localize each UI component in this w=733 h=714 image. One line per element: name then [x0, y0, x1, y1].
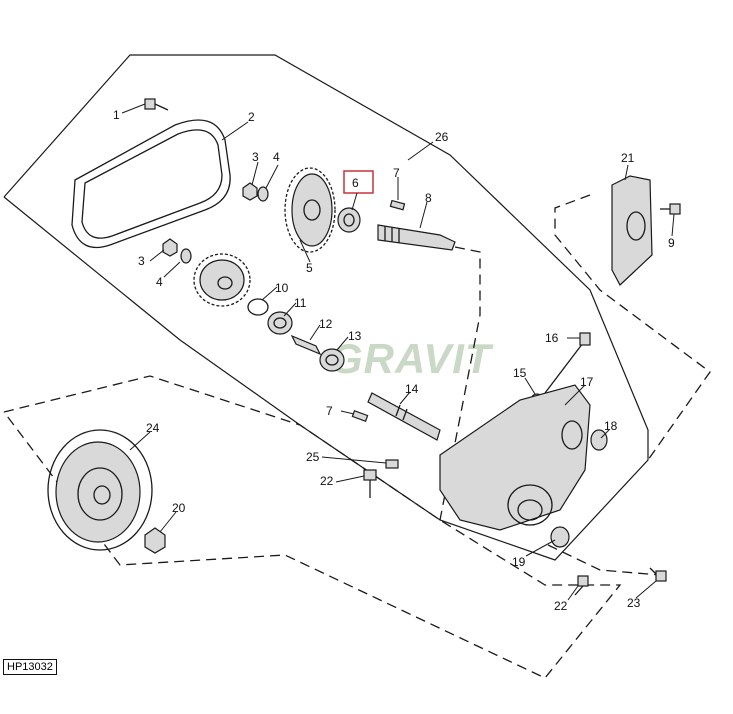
callout-4-lower: 4 — [156, 275, 163, 289]
callout-13: 13 — [348, 329, 362, 343]
bearing-part-6 — [337, 207, 361, 233]
callout-3-upper: 3 — [252, 150, 259, 164]
callout-12: 12 — [319, 317, 333, 331]
key-part-7-upper — [389, 199, 406, 211]
callout-26: 26 — [435, 130, 449, 144]
bolt-part-22-upper — [363, 469, 377, 498]
callout-18: 18 — [604, 419, 618, 433]
nut-part-3-lower — [162, 238, 178, 257]
callout-23: 23 — [627, 596, 641, 610]
callout-22-upper: 22 — [320, 474, 334, 488]
callout-7-lower: 7 — [326, 404, 333, 418]
sprocket-part-5-large — [284, 167, 336, 253]
bushing-part-18 — [590, 429, 608, 451]
cover-dashed-frame — [554, 194, 711, 461]
callout-3-lower: 3 — [138, 254, 145, 268]
nut-part-20 — [144, 527, 166, 554]
spacer-part-12 — [290, 334, 322, 356]
bolt-part-1 — [144, 98, 169, 111]
housing-part-17 — [439, 384, 591, 531]
callout-20: 20 — [172, 501, 186, 515]
callout-2: 2 — [248, 110, 255, 124]
callout-17: 17 — [580, 375, 594, 389]
callout-19: 19 — [512, 555, 526, 569]
sensor-part-16 — [544, 332, 591, 394]
gasket-part-2 — [71, 119, 231, 249]
callout-6: 6 — [352, 176, 359, 190]
callout-4-upper: 4 — [273, 150, 280, 164]
snap-ring-part-10 — [247, 298, 269, 316]
bearing-part-13 — [319, 348, 345, 372]
cover-part-21 — [611, 175, 653, 286]
callout-8: 8 — [425, 191, 432, 205]
washer-part-4-lower — [180, 248, 192, 264]
callout-22-lower: 22 — [554, 599, 568, 613]
callout-9: 9 — [668, 236, 675, 250]
key-part-25 — [385, 459, 399, 469]
callout-14: 14 — [405, 382, 419, 396]
shaft-part-8 — [377, 224, 456, 251]
shaft-part-14 — [367, 392, 441, 441]
callout-1: 1 — [113, 108, 120, 122]
callout-10: 10 — [275, 281, 289, 295]
sprocket-part-5-small — [193, 253, 251, 307]
callout-5: 5 — [306, 261, 313, 275]
shaft-dashed-leader — [439, 246, 481, 521]
callout-21: 21 — [621, 151, 635, 165]
pulley-part-24 — [47, 429, 153, 551]
callout-7-upper: 7 — [393, 166, 400, 180]
figure-id-label: HP13032 — [3, 659, 57, 675]
bolt-part-22-lower — [574, 575, 589, 596]
bolt-dashed-leader — [547, 544, 661, 576]
key-part-7-lower — [351, 410, 369, 422]
part-6-highlight-box — [343, 170, 374, 194]
callout-11: 11 — [294, 296, 307, 310]
bolt-part-9 — [660, 203, 681, 215]
callout-15: 15 — [513, 366, 527, 380]
nut-part-3-upper — [242, 182, 258, 201]
assembly-frame — [3, 54, 649, 561]
callout-24: 24 — [146, 421, 160, 435]
pulley-dashed-frame — [3, 375, 622, 679]
bolt-part-23 — [649, 567, 667, 582]
callout-25: 25 — [306, 450, 320, 464]
callout-16: 16 — [545, 331, 559, 345]
gravit-watermark: GRAVIT — [330, 335, 492, 382]
bearing-part-11 — [267, 311, 293, 335]
leader-lines — [121, 103, 675, 601]
seal-part-19 — [550, 526, 570, 548]
washer-part-4-upper — [257, 186, 269, 202]
